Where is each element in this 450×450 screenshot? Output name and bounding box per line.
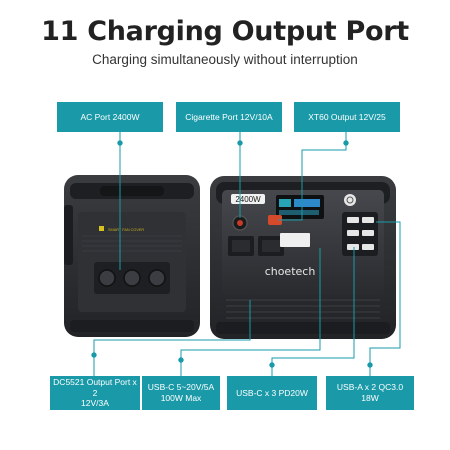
led-light-panel (280, 233, 310, 247)
back-outlet-1 (98, 269, 116, 287)
usb-c-port-2 (362, 230, 374, 236)
label-cigarette-port-text: Cigarette Port 12V/10A (185, 111, 273, 122)
usb-c-port-4 (362, 244, 374, 250)
ac-display-tag: 2400W (235, 195, 261, 204)
label-dc5521-port: DC5521 Output Port x 2 12V/3A (50, 376, 140, 410)
usb-c-port-1 (347, 230, 359, 236)
device-back-view: SMART FAN COVER (64, 175, 200, 337)
label-cigarette-port: Cigarette Port 12V/10A (176, 102, 282, 132)
label-usbc-100w-line2: 100W Max (160, 393, 202, 403)
back-outlet-3 (148, 269, 166, 287)
label-usbc-100w: USB-C 5~20V/5A 100W Max (142, 376, 220, 410)
label-ac-port-text: AC Port 2400W (80, 111, 140, 122)
warning-icon (99, 226, 104, 231)
label-usba-qc3-text: USB-A x 2 QC3.0 18W (336, 382, 404, 403)
page-subtitle: Charging simultaneously without interrup… (92, 52, 358, 67)
back-outlet-2 (123, 269, 141, 287)
device-front-view: 2400W choetech (210, 176, 396, 339)
fan-cover-text: SMART FAN COVER (108, 228, 144, 232)
label-usbc-pd20w-text: USB-C x 3 PD20W (236, 387, 308, 398)
usb-a-port-1 (347, 217, 359, 223)
label-usbc-100w-line1: USB-C 5~20V/5A (147, 382, 215, 393)
callout-lines (91, 132, 401, 376)
usb-c-port-3 (347, 244, 359, 250)
label-ac-port: AC Port 2400W (57, 102, 163, 132)
usb-a-port-2 (362, 217, 374, 223)
page-title: 11 Charging Output Port (41, 16, 409, 47)
label-xt60-port-text: XT60 Output 12V/25 (308, 111, 386, 122)
label-xt60-port: XT60 Output 12V/25 (294, 102, 400, 132)
label-dc5521-line1: DC5521 Output Port x 2 (53, 377, 137, 398)
label-usba-qc3: USB-A x 2 QC3.0 18W (326, 376, 414, 410)
brand-logo: choetech (265, 265, 316, 278)
label-dc5521-line2: 12V/3A (81, 398, 109, 409)
xt60-port-icon (268, 215, 282, 225)
label-usbc-pd20w: USB-C x 3 PD20W (227, 376, 317, 410)
power-button-icon (344, 194, 356, 206)
